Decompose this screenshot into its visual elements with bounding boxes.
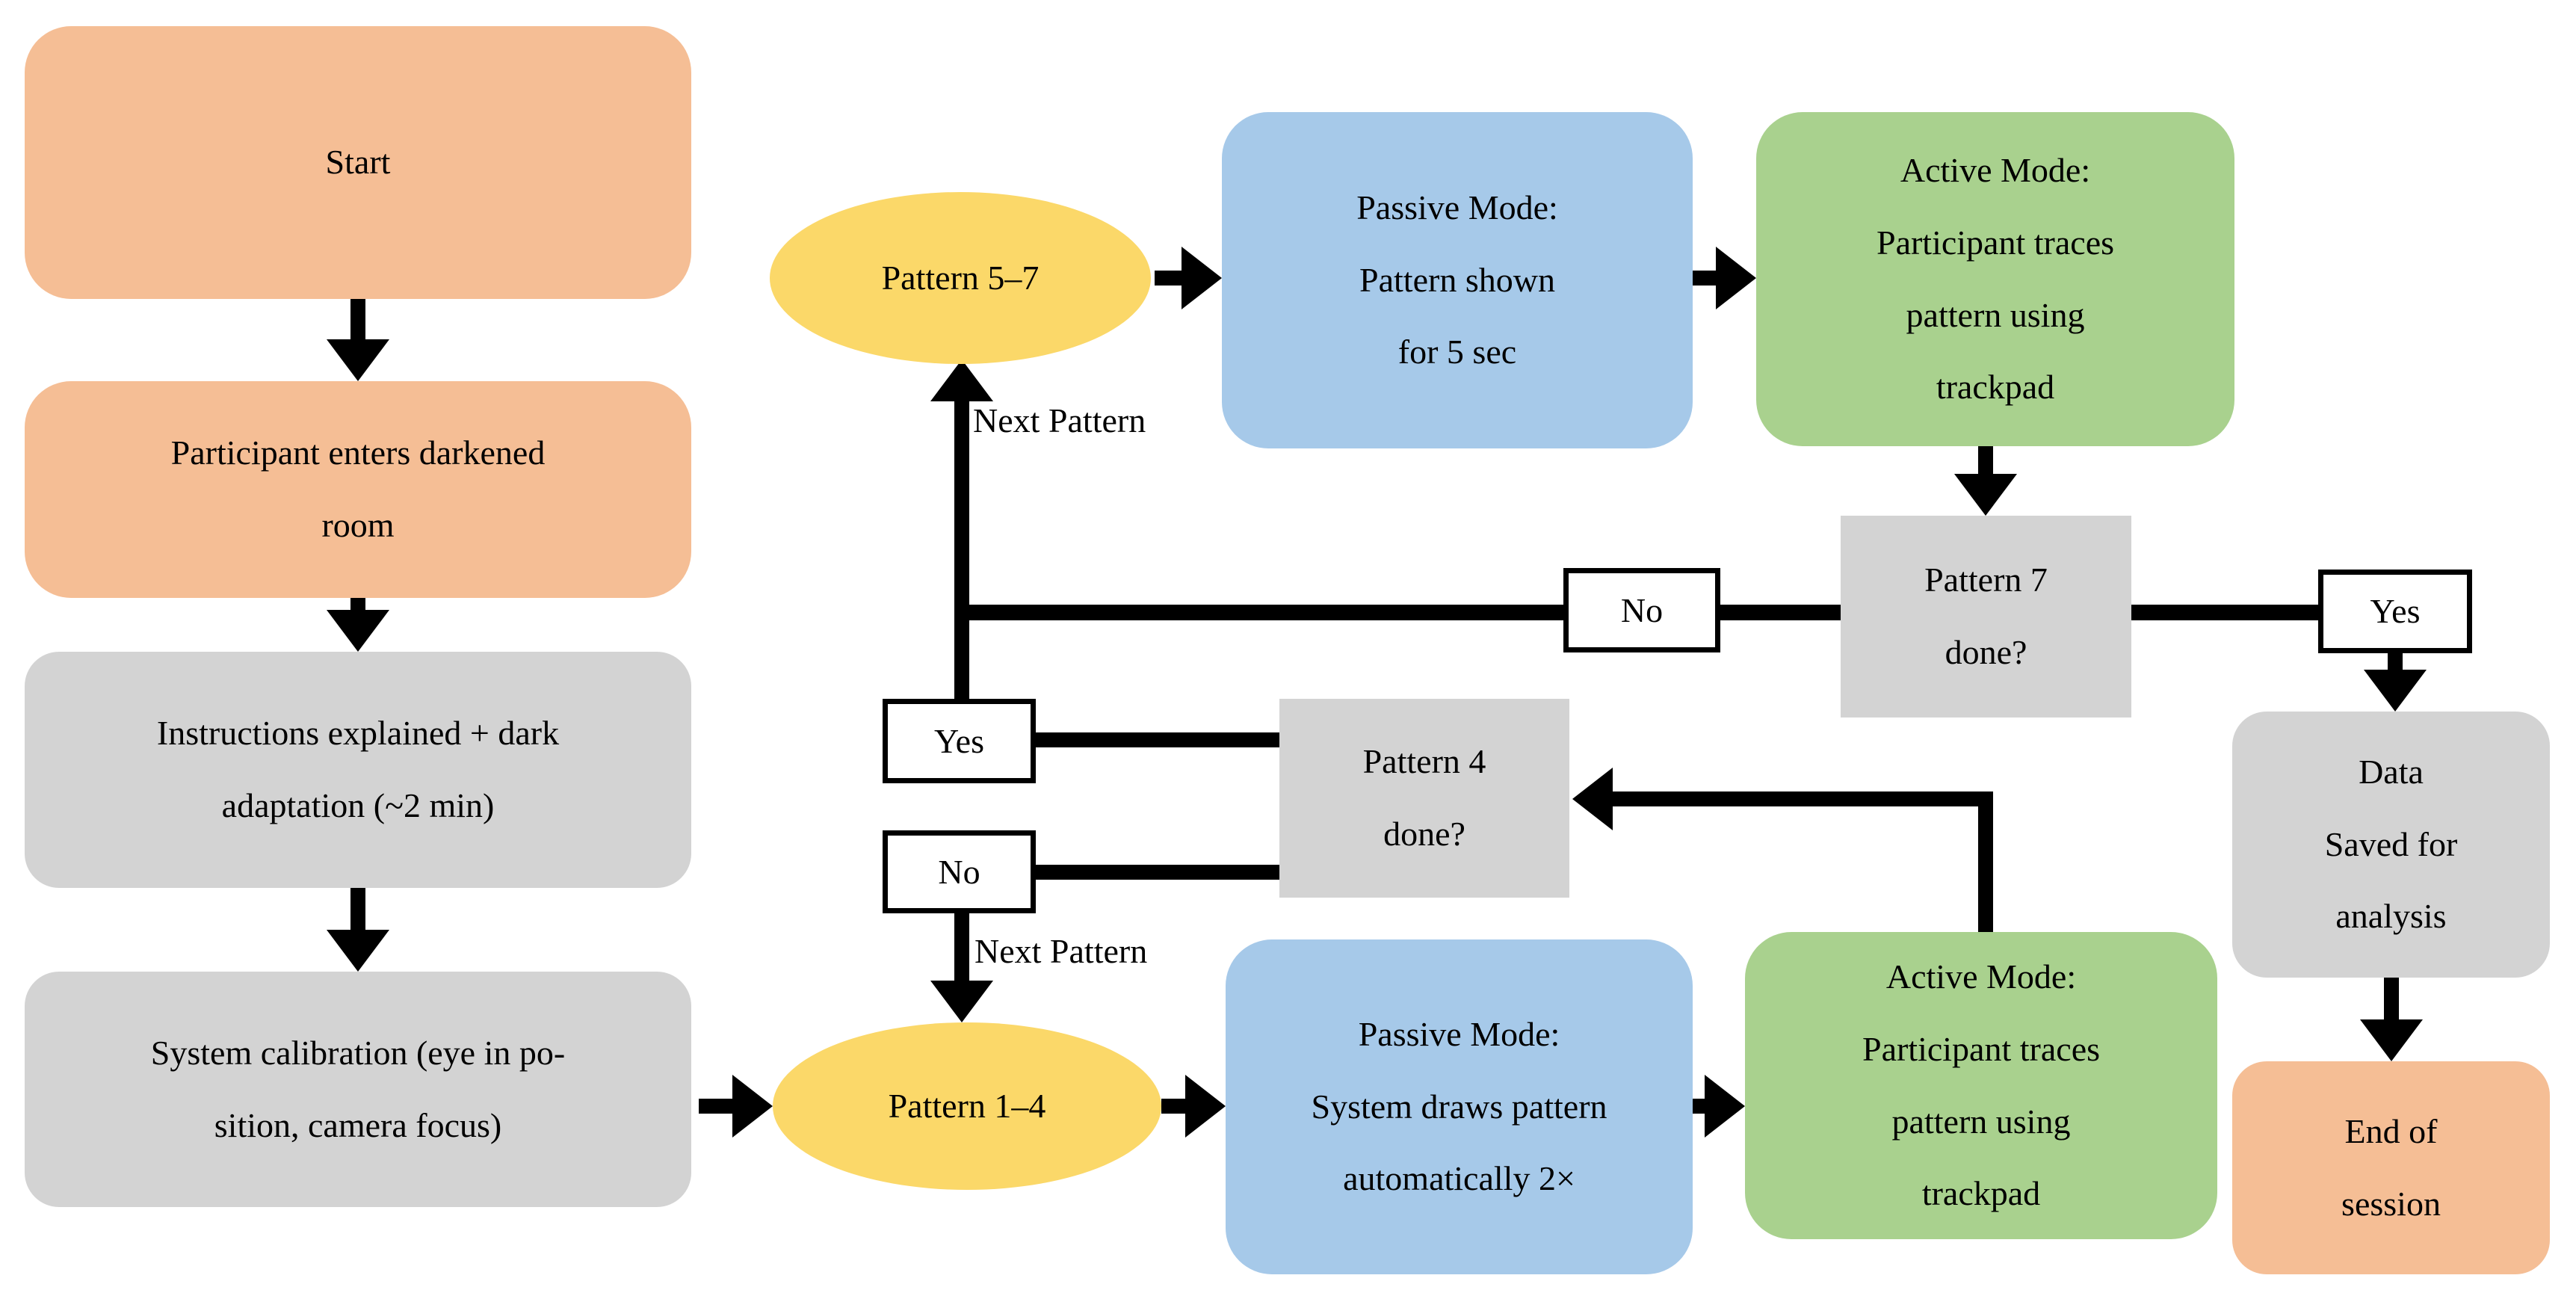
- decision-label-no-pattern7: No: [1563, 568, 1720, 652]
- node-pattern4-done: Pattern 4 done?: [1279, 699, 1569, 898]
- node-enter-room-label: Participant enters darkened room: [170, 433, 546, 544]
- arrow-passive-bottom-to-active-bottom-shaft: [1693, 1099, 1705, 1114]
- node-calibration-label: System calibration (eye in po- sition, c…: [150, 1033, 566, 1144]
- arrow-active-bottom-to-pattern4-horizontal: [1613, 791, 1993, 806]
- arrow-instructions-to-calibration-head: [327, 930, 389, 972]
- arrow-enter-room-to-instructions-shaft: [350, 598, 365, 610]
- node-data-saved: Data Saved for analysis: [2232, 712, 2550, 978]
- node-start: Start: [25, 26, 691, 299]
- node-passive-mode-bottom: Passive Mode: System draws pattern autom…: [1226, 939, 1693, 1274]
- node-active-mode-top: Active Mode: Participant traces pattern …: [1756, 112, 2234, 446]
- arrow-active-top-to-pattern7-head: [1954, 474, 2017, 516]
- line-yes-mid-to-pattern4: [1036, 732, 1279, 747]
- node-passive-mode-top: Passive Mode: Pattern shown for 5 sec: [1222, 112, 1693, 448]
- arrow-passive-bottom-to-active-bottom-head: [1705, 1075, 1745, 1138]
- node-passive-mode-bottom-label: Passive Mode: System draws pattern autom…: [1311, 1015, 1607, 1198]
- node-instructions-label: Instructions explained + dark adaptation…: [156, 714, 560, 824]
- node-pattern4-done-label: Pattern 4 done?: [1362, 742, 1486, 853]
- node-pattern-5-7-label: Pattern 5–7: [881, 258, 1040, 297]
- decision-label-no-pattern7-text: No: [1620, 590, 1664, 629]
- node-pattern-5-7: Pattern 5–7: [770, 192, 1151, 364]
- arrow-passive-top-to-active-top-shaft: [1693, 271, 1716, 286]
- edge-label-next-pattern-bottom: Next Pattern: [975, 932, 1148, 970]
- node-pattern-1-4-label: Pattern 1–4: [888, 1086, 1046, 1125]
- line-pattern7-to-yes: [2131, 605, 2318, 620]
- node-end-session: End of session: [2232, 1061, 2550, 1274]
- decision-label-yes-pattern4: Yes: [883, 699, 1036, 783]
- arrow-data-saved-to-end-head: [2360, 1019, 2423, 1061]
- arrow-enter-room-to-instructions-head: [327, 610, 389, 652]
- arrow-yes-to-data-saved-shaft: [2388, 653, 2403, 670]
- node-active-mode-bottom: Active Mode: Participant traces pattern …: [1745, 932, 2217, 1239]
- arrow-yes-to-data-saved-head: [2364, 670, 2427, 712]
- arrow-active-bottom-to-pattern4-head: [1572, 768, 1613, 830]
- decision-label-no-pattern4: No: [883, 830, 1036, 913]
- arrow-calibration-to-pattern14-head: [732, 1075, 773, 1138]
- node-pattern-1-4: Pattern 1–4: [773, 1022, 1161, 1190]
- arrow-pattern57-to-passive-top-head: [1182, 247, 1222, 309]
- node-pattern7-done: Pattern 7 done?: [1841, 516, 2131, 718]
- arrow-start-to-enter-room-shaft: [350, 299, 365, 339]
- node-instructions: Instructions explained + dark adaptation…: [25, 652, 691, 888]
- node-active-mode-bottom-label: Active Mode: Participant traces pattern …: [1862, 957, 2101, 1213]
- arrow-passive-top-to-active-top-head: [1716, 247, 1756, 309]
- line-no-mid-to-pattern4: [1036, 865, 1279, 880]
- decision-label-yes-pattern4-text: Yes: [934, 721, 984, 760]
- arrow-start-to-enter-room-head: [327, 339, 389, 381]
- edge-label-next-pattern-top: Next Pattern: [973, 401, 1146, 439]
- arrow-pattern14-to-passive-bottom-shaft: [1161, 1099, 1185, 1114]
- arrow-next-pattern-up-head: [930, 359, 993, 401]
- arrow-no-mid-to-pattern14-shaft: [954, 913, 969, 981]
- arrow-next-pattern-up-shaft: [954, 401, 969, 699]
- node-start-label: Start: [325, 143, 391, 182]
- decision-label-yes-pattern7-text: Yes: [2370, 592, 2421, 630]
- arrow-pattern14-to-passive-bottom-head: [1185, 1075, 1226, 1138]
- arrow-active-top-to-pattern7-shaft: [1978, 446, 1993, 474]
- arrow-data-saved-to-end-shaft: [2384, 978, 2399, 1019]
- arrow-calibration-to-pattern14-shaft: [699, 1099, 732, 1114]
- node-pattern7-done-label: Pattern 7 done?: [1924, 561, 2048, 671]
- node-enter-room: Participant enters darkened room: [25, 381, 691, 598]
- arrow-no-mid-to-pattern14-head: [930, 981, 993, 1022]
- node-end-session-label: End of session: [2341, 1111, 2441, 1223]
- decision-label-no-pattern4-text: No: [938, 852, 980, 891]
- node-passive-mode-top-label: Passive Mode: Pattern shown for 5 sec: [1356, 188, 1558, 371]
- decision-label-yes-pattern7: Yes: [2318, 570, 2472, 653]
- arrow-pattern57-to-passive-top-shaft: [1155, 271, 1182, 286]
- node-calibration: System calibration (eye in po- sition, c…: [25, 972, 691, 1207]
- node-data-saved-label: Data Saved for analysis: [2324, 753, 2458, 936]
- arrow-instructions-to-calibration-shaft: [350, 888, 365, 930]
- arrow-active-bottom-to-pattern4-vertical: [1978, 799, 1993, 932]
- node-active-mode-top-label: Active Mode: Participant traces pattern …: [1876, 151, 2115, 407]
